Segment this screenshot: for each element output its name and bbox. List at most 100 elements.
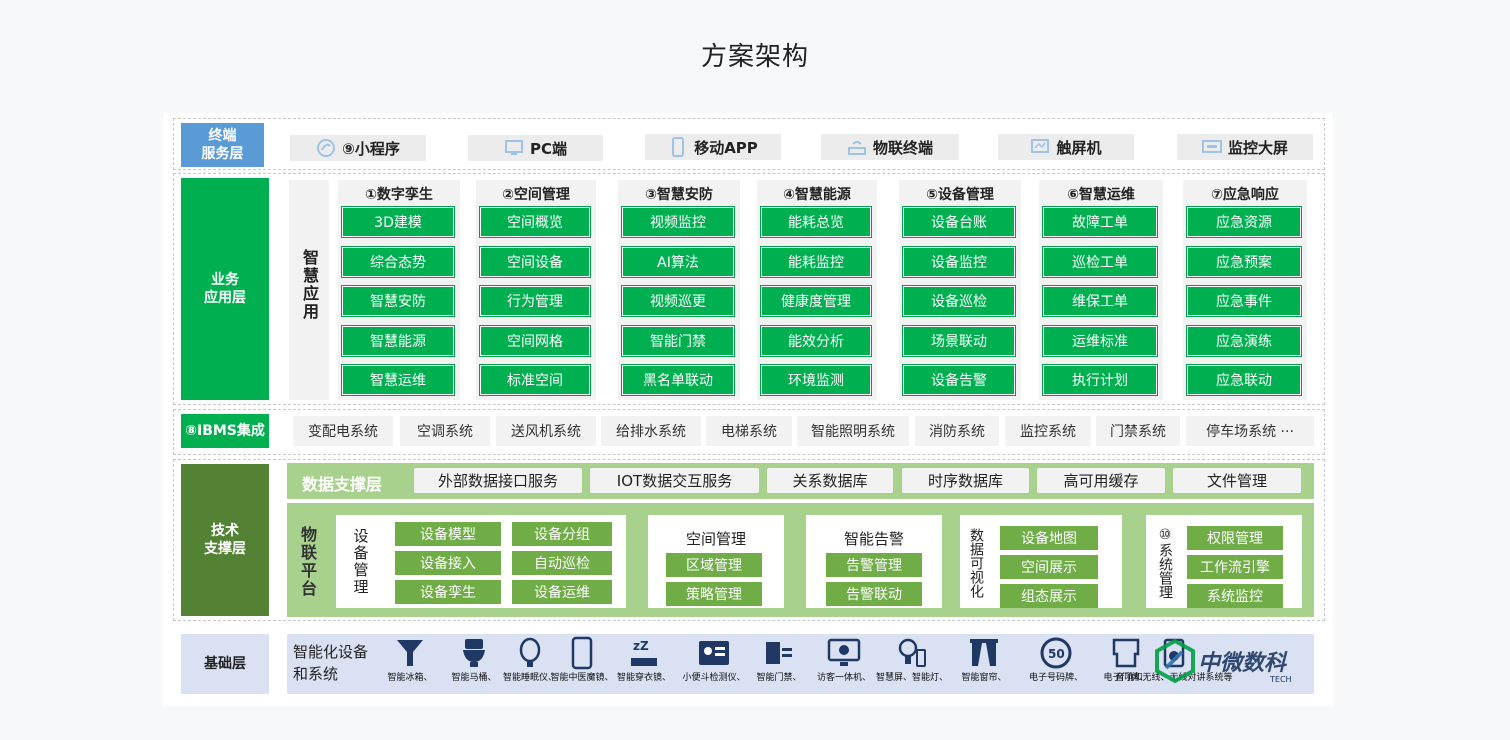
business-item: 能效分析 [761, 325, 871, 356]
door-sign-icon [1112, 638, 1140, 668]
device-mgmt-item: 自动巡检 [512, 551, 612, 575]
svg-text:zZ: zZ [633, 639, 649, 653]
device-item: 小便斗检测仪、 [680, 636, 748, 688]
business-item: 智慧能源 [342, 325, 454, 356]
business-item: 综合态势 [342, 246, 454, 277]
ibms-system-item: 空调系统 [400, 416, 490, 446]
mobile-phone-icon [672, 137, 685, 157]
page-title: 方案架构 [700, 42, 809, 72]
ibms-row-frame [173, 409, 1325, 455]
device-mgmt-item: 设备分组 [512, 522, 612, 546]
business-item: AI算法 [622, 246, 734, 277]
business-row-frame [173, 173, 1325, 405]
device-item: 智慧屏、智能灯、 [876, 636, 949, 688]
alarm-item: 告警管理 [826, 553, 922, 577]
device-mgmt-item: 设备孪生 [395, 580, 501, 604]
system-item: 权限管理 [1187, 526, 1283, 550]
space-mgmt-title: 空间管理 [685, 530, 746, 548]
business-item: 能耗监控 [761, 246, 871, 277]
business-item: 空间概览 [480, 207, 590, 237]
tech-row-frame [173, 459, 1325, 621]
device-item: 智能睡眠仪、 [496, 636, 564, 688]
terminal-item: 移动APP [645, 134, 781, 160]
business-item: 设备巡检 [903, 286, 1015, 316]
device-caption: 智慧屏、智能灯、 [876, 673, 949, 683]
terminal-layer-label: 终端 服务层 [181, 123, 264, 167]
ibms-system-item: 智能照明系统 [797, 416, 909, 446]
business-item: 场景联动 [903, 325, 1015, 356]
terminal-item: 监控大屏 [1177, 134, 1313, 160]
device-caption: 智能睡眠仪、 [502, 673, 557, 683]
toilet-icon [463, 639, 485, 667]
device-item: 智能冰箱、 [376, 636, 444, 688]
data-support-item: 外部数据接口服务 [414, 468, 582, 493]
business-item: 能耗总览 [761, 207, 871, 237]
business-item: 健康度管理 [761, 286, 871, 316]
watermark-logo: 中微数科 [1152, 636, 1312, 686]
device-caption: 智能窗帘、 [961, 673, 1007, 683]
data-support-item: 时序数据库 [902, 468, 1029, 493]
base-band [287, 634, 1314, 694]
business-item: 设备告警 [903, 365, 1015, 395]
visual-item: 设备地图 [1000, 526, 1098, 550]
ibms-system-item: 停车场系统 ··· [1186, 416, 1314, 446]
device-item: 50 电子号码牌、 [1022, 636, 1090, 688]
business-item: 应急预案 [1187, 246, 1301, 277]
smart-app-label: 智慧应用 [300, 249, 319, 321]
sleep-icon: zZ [631, 639, 657, 666]
id-card-icon [699, 641, 729, 665]
device-item: 智能中医魔镜、 [548, 636, 616, 688]
business-item: 智能门禁 [622, 325, 734, 356]
pc-monitor-icon [504, 140, 523, 155]
device-caption: 音响和无线、无线对讲系统等 [1115, 673, 1233, 683]
business-column-title: ⑤设备管理 [926, 187, 994, 203]
device-mgmt-item: 设备运维 [512, 580, 612, 604]
business-column-title: ⑥智慧运维 [1067, 187, 1135, 203]
visual-item: 组态展示 [1000, 584, 1098, 608]
business-item: 3D建模 [342, 207, 454, 237]
ibms-system-item: 变配电系统 [293, 416, 393, 446]
fridge-icon [397, 640, 423, 666]
ibms-system-item: 消防系统 [915, 416, 999, 446]
device-item: zZ 智能穿衣镜、 [610, 636, 678, 688]
business-item: 设备监控 [903, 246, 1015, 277]
terminal-item: 物联终端 [821, 134, 959, 160]
speed-sign-icon: 50 [1040, 637, 1072, 669]
device-caption: 访客一体机、 [816, 673, 871, 683]
business-item: 黑名单联动 [622, 365, 734, 395]
data-support-item: 文件管理 [1173, 468, 1301, 493]
ibms-system-item: 电梯系统 [706, 416, 792, 446]
tech-layer-label: 技术 支撑层 [181, 464, 269, 616]
bulb-icon [898, 638, 926, 667]
iot-router-icon [847, 141, 866, 155]
sleep-meter-icon [519, 637, 541, 667]
data-support-item: 高可用缓存 [1037, 468, 1165, 493]
ibms-system-item: 送风机系统 [496, 416, 596, 446]
system-label: ⑩系统管理 [1157, 527, 1173, 599]
terminal-item: 触屏机 [998, 134, 1134, 160]
base-label: 智能化设备和系统 [293, 643, 369, 683]
business-item: 运维标准 [1043, 325, 1157, 356]
watermark-text: 中微数科 [1198, 651, 1287, 676]
business-item: 智慧运维 [342, 365, 454, 395]
business-item: 设备台账 [903, 207, 1015, 237]
terminal-item: ⑨小程序 [290, 135, 426, 161]
business-item: 环境监测 [761, 365, 871, 395]
terminal-row-frame [173, 118, 1325, 170]
device-caption: 智能穿衣镜、 [616, 673, 671, 683]
ibms-system-item: 给排水系统 [601, 416, 701, 446]
business-layer-label: 业务 应用层 [181, 178, 269, 400]
business-column-title: ③智慧安防 [645, 187, 713, 203]
mirror-icon [571, 636, 593, 670]
system-item: 系统监控 [1187, 584, 1283, 608]
device-caption: 电子号码牌、 [1028, 673, 1083, 683]
business-item: 智慧安防 [342, 286, 454, 316]
device-caption: 电子门牌、 [1103, 673, 1149, 683]
business-item: 空间网格 [480, 325, 590, 356]
business-item: 标准空间 [480, 365, 590, 395]
device-item: 智能门禁、 [745, 636, 813, 688]
data-support-item: IOT数据交互服务 [590, 468, 759, 493]
business-item: 执行计划 [1043, 365, 1157, 395]
ibms-layer-label: ⑧IBMS集成 [181, 414, 269, 448]
space-mgmt-item: 区域管理 [666, 553, 762, 577]
